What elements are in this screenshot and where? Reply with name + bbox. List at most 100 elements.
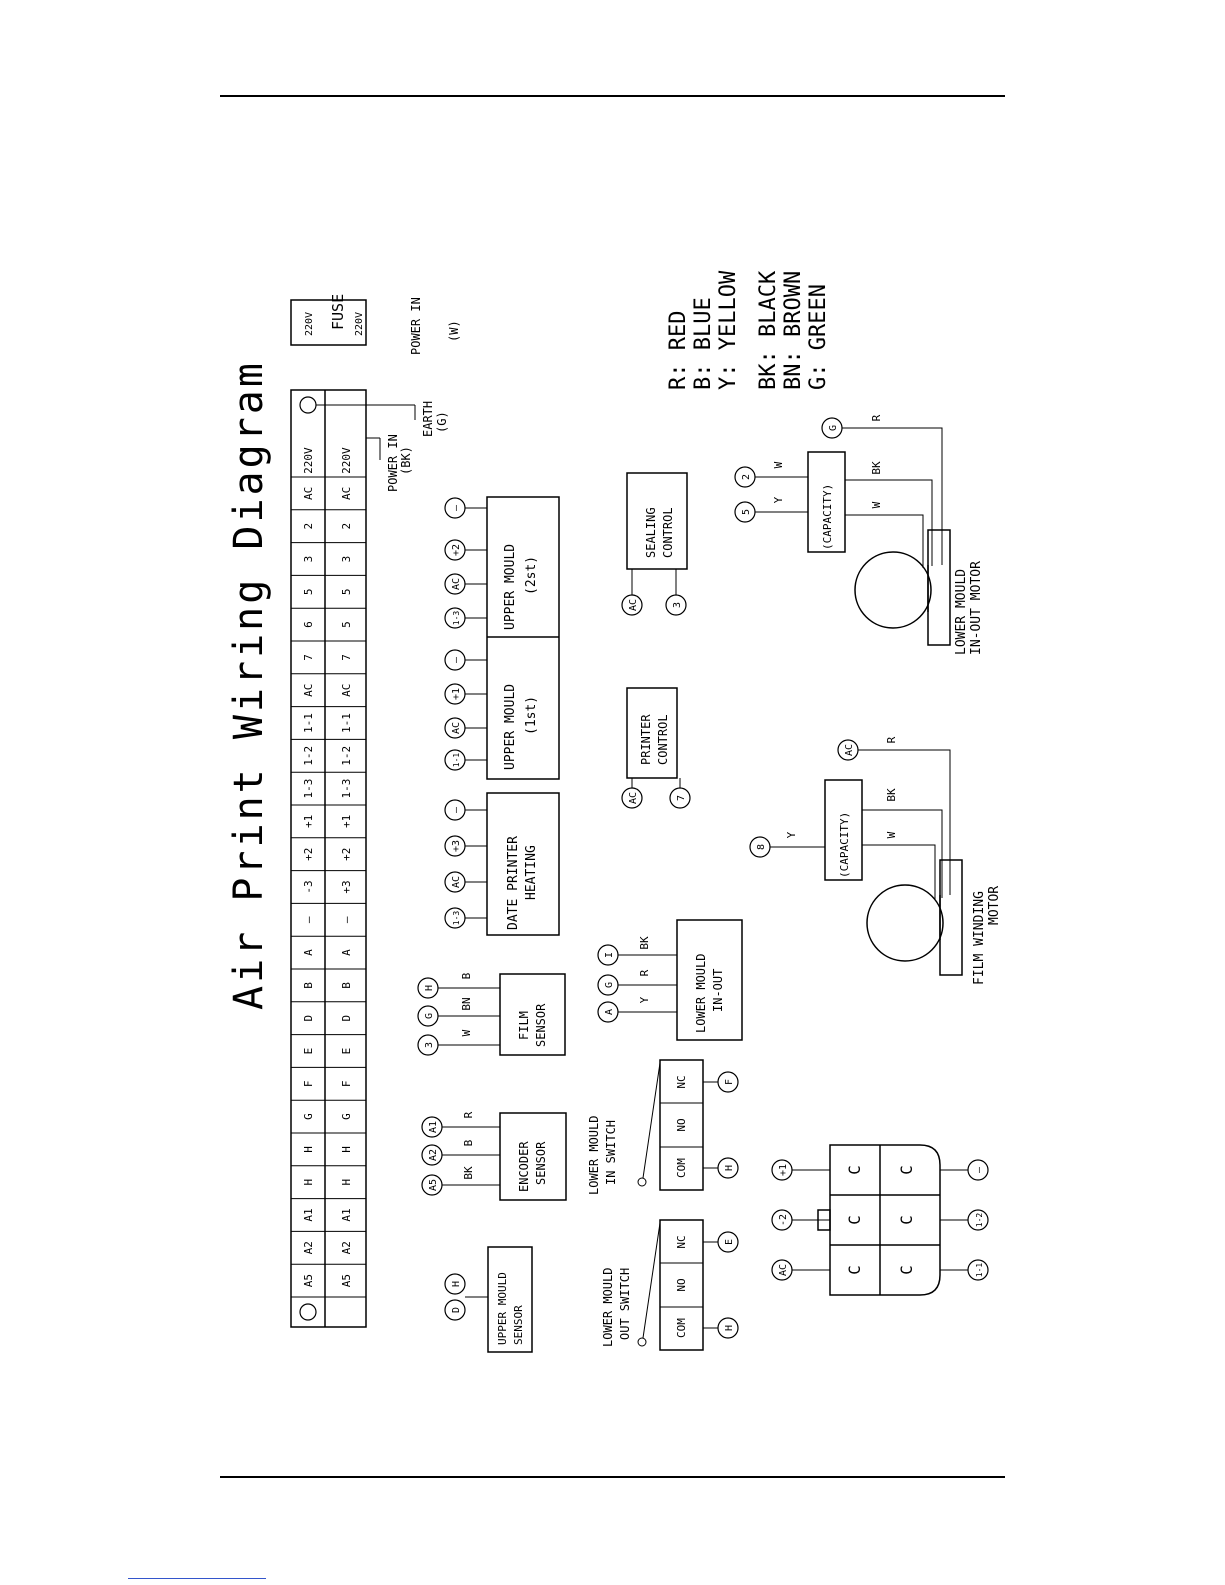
encoder-pin-0-text: A5 [428,1179,439,1191]
lower-motor-sub: IN-OUT MOTOR [969,561,984,655]
relay-cell-bottom-0: C [897,1265,916,1275]
lower-inout-sub: IN-OUT [711,969,725,1012]
upper-sensor-pin-0: D [444,1299,466,1321]
upper-mould-2-label: UPPER MOULD [503,544,518,630]
legend-item-3: BK: BLACK [756,270,781,390]
terminal-bottom-2: A1 [340,1208,353,1221]
terminal-top-20: 6 [302,621,315,628]
terminal-top-15: 1-3 [302,779,315,799]
date-printer-sub: HEATING [524,845,539,900]
lower-in-switch-pin-1: F [717,1071,739,1093]
upper-sensor-pin-1: H [444,1273,466,1295]
upper1-pin-0-text: 1-1 [452,753,461,768]
lower-in-switch-pin-0: H [717,1157,739,1179]
encoder-wire-0: BK [462,1166,475,1180]
terminal-top-24: AC [302,487,315,500]
lower-out-switch-pin-0: H [717,1317,739,1339]
upper2-pin-1-text: AC [451,578,462,590]
lower-inout-pin-0-text: A [604,1009,615,1015]
film-motor-wire-1: W [885,831,898,838]
terminal-bottom-13: +2 [340,848,353,861]
relay-bottom-pin-0-text: 1-1 [975,1263,984,1278]
terminal-top-9: B [302,982,315,989]
terminal-bottom-15: 1-3 [340,779,353,799]
relay-bottom-pin-2: — [967,1159,989,1181]
footer-link[interactable] [128,1578,266,1579]
upper1-pin-1-text: AC [451,722,462,734]
relay-bottom-pin-2-text: — [974,1166,985,1173]
lower-out-switch-pin-1: E [717,1231,739,1253]
relay-top-pin-0: AC [771,1259,793,1281]
sealing-pin-1-text: 3 [672,602,683,608]
film-sensor-pin-0-text: 3 [424,1042,435,1048]
printer-control-sub: CONTROL [656,714,670,765]
terminal-top-11: — [302,916,315,923]
terminal-bottom-10: A [340,949,353,956]
legend-item-2: Y: YELLOW [716,270,741,390]
wire [842,427,943,565]
lower-inout-label: LOWER MOULD [694,954,708,1033]
relay-cell-top-0: C [845,1265,864,1275]
fuse-v1: 220V [304,312,315,336]
film-motor-label: FILM WINDING [972,891,987,985]
terminal-top-22: 3 [302,556,315,563]
lower-inout-pin-2-text: I [604,952,615,958]
lower-motor-wire-2: W [870,501,883,508]
power-in-bk: POWER IN (BK) [366,434,413,492]
date-pin-0: 1-3 [444,907,466,929]
fuse-power-wire: (W) [447,320,461,342]
wire [862,844,936,900]
lower-motor-label: LOWER MOULD [954,569,969,655]
film-motor-sub: MOTOR [987,886,1002,925]
upper-mould-sensor: UPPER MOULD SENSOR [487,1246,533,1353]
printer-pin-1-text: 7 [676,795,687,801]
wire [858,749,951,895]
terminal-bottom-1: A2 [340,1241,353,1254]
printer-pin-0: AC [621,787,643,809]
upper2-pin-0: 1-3 [444,607,466,629]
upper-mould-1-sub: (1st) [524,696,539,735]
terminal-bottom-12: +3 [340,880,353,893]
legend-item-0: R: RED [666,311,691,390]
upper2-pin-1: AC [444,573,466,595]
film-motor-pin-0: 8 [749,836,771,858]
encoder-wire-2: R [462,1111,475,1118]
terminal-bottom-16: 1-2 [340,746,353,766]
lower-mould-motor [807,451,951,646]
date-printer-label: DATE PRINTER [506,836,521,930]
lower-motor-pin-2-text: G [828,425,839,431]
relay-top-pin-0-text: AC [778,1264,789,1276]
terminal-top-18: AC [302,684,315,697]
encoder-pin-2: A1 [421,1116,443,1138]
lower-in-switch-cell-0: COM [675,1158,688,1178]
earth-wire: (G) [435,411,449,433]
wire [845,479,933,566]
film-sensor-sub: SENSOR [534,1003,548,1047]
terminal-top-16: 1-2 [302,746,315,766]
upper2-pin-3-text: — [451,504,462,511]
upper1-pin-3-text: — [451,656,462,663]
upper2-pin-2: +2 [444,539,466,561]
film-motor-wire-2: BK [885,788,898,802]
relay-top-pin-1: -2 [771,1209,793,1231]
film-motor-pin-1-text: AC [844,744,855,756]
terminal-bottom-8: D [340,1015,353,1022]
fuse-power-in: POWER IN [409,297,423,355]
date-pin-0-text: 1-3 [452,911,461,926]
terminal-bottom-17: 1-1 [340,713,353,733]
sealing-control-label: SEALING [644,507,658,558]
upper1-pin-1: AC [444,717,466,739]
date-pin-3-text: — [451,806,462,813]
sealing-pin-1: 3 [665,594,687,616]
lower-in-switch-pin-1-text: F [724,1079,735,1085]
date-printer-heating: DATE PRINTER HEATING [486,792,560,936]
relay-bottom-pin-1: 1-2 [967,1209,989,1231]
date-pin-1: AC [444,871,466,893]
legend-item-5: G: GREEN [806,284,831,390]
upper2-pin-2-text: +2 [451,544,462,556]
lower-inout-pin-2: I [597,944,619,966]
film-sensor-label: FILM [517,1011,531,1040]
encoder-pin-0: A5 [421,1174,443,1196]
terminal-bottom-0: A5 [340,1274,353,1287]
top-rule [220,95,1005,97]
